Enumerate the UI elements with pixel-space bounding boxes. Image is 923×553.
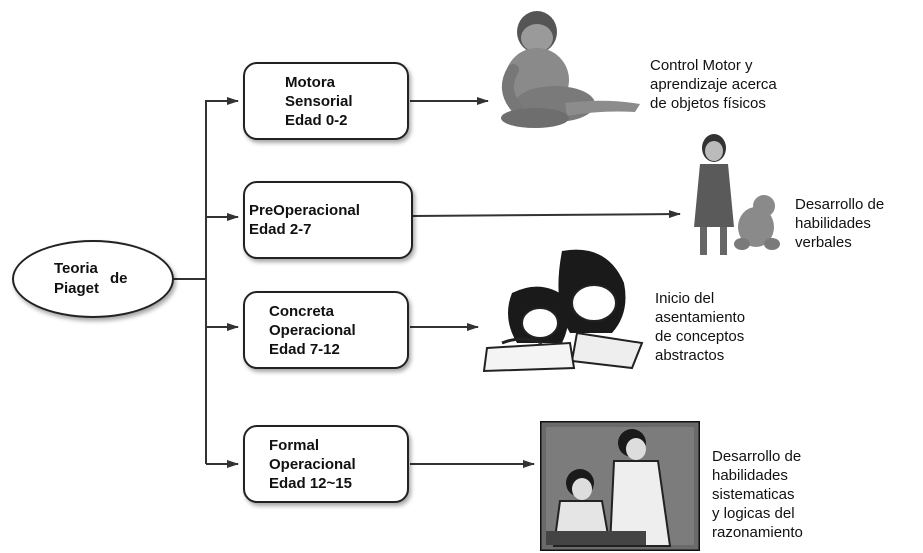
stage-2-line: Edad 2-7 — [249, 221, 312, 238]
description-line: de objetos físicos — [650, 95, 766, 112]
stage-2-description: Desarrollo de habilidades verbales — [795, 195, 884, 252]
description-line: y logicas del — [712, 505, 795, 522]
mother-reading-with-child-image — [482, 249, 644, 373]
description-line: habilidades — [795, 215, 871, 232]
stage-1-line: Sensorial — [285, 92, 353, 110]
outcome-arrow-2 — [412, 210, 681, 219]
stage-1-line: Edad 0-2 — [285, 111, 348, 129]
stage-box-concreta-operacional: Concreta Operacional Edad 7-12 — [243, 291, 409, 369]
girl-with-teddy-bear-image — [694, 134, 780, 255]
description-line: abstractos — [655, 347, 725, 364]
teacher-with-student-image — [540, 421, 700, 551]
description-line: Control Motor y — [650, 57, 753, 74]
root-line1: Teoria — [54, 260, 98, 277]
description-line: de conceptos — [655, 328, 745, 345]
stage-3-line: Operacional — [269, 321, 356, 339]
description-line: asentamiento — [655, 309, 746, 326]
description-line: verbales — [795, 234, 852, 251]
stage-2-line: PreOperacional — [249, 202, 360, 219]
stage-box-formal-operacional: Formal Operacional Edad 12~15 — [243, 425, 409, 503]
description-line: Desarrollo de — [712, 448, 802, 465]
baby-sitting-image — [501, 11, 640, 128]
description-line: habilidades — [712, 467, 788, 484]
description-line: sistematicas — [712, 486, 795, 503]
root-de: de — [110, 270, 128, 287]
stage-3-line: Concreta — [269, 302, 335, 320]
stage-4-line: Formal — [269, 436, 320, 454]
description-line: Inicio del — [655, 290, 715, 307]
stage-4-line: Edad 12~15 — [269, 474, 352, 492]
root-node: Teoria de Piaget — [12, 240, 174, 318]
stage-4-description: Desarrollo de habilidades sistematicas y… — [712, 447, 803, 542]
stage-box-motora-sensorial: Motora Sensorial Edad 0-2 — [243, 62, 409, 140]
stage-3-line: Edad 7-12 — [269, 340, 340, 358]
description-line: razonamiento — [712, 524, 803, 541]
stage-1-description: Control Motor y aprendizaje acerca de ob… — [650, 56, 777, 113]
root-line2: Piaget — [54, 280, 100, 297]
stage-1-line: Motora — [285, 73, 335, 91]
description-line: Desarrollo de — [795, 196, 885, 213]
stage-3-description: Inicio del asentamiento de conceptos abs… — [655, 289, 745, 365]
description-line: aprendizaje acerca — [650, 76, 777, 93]
stage-box-preoperacional: PreOperacional Edad 2-7 — [243, 181, 413, 259]
stage-4-line: Operacional — [269, 455, 356, 473]
